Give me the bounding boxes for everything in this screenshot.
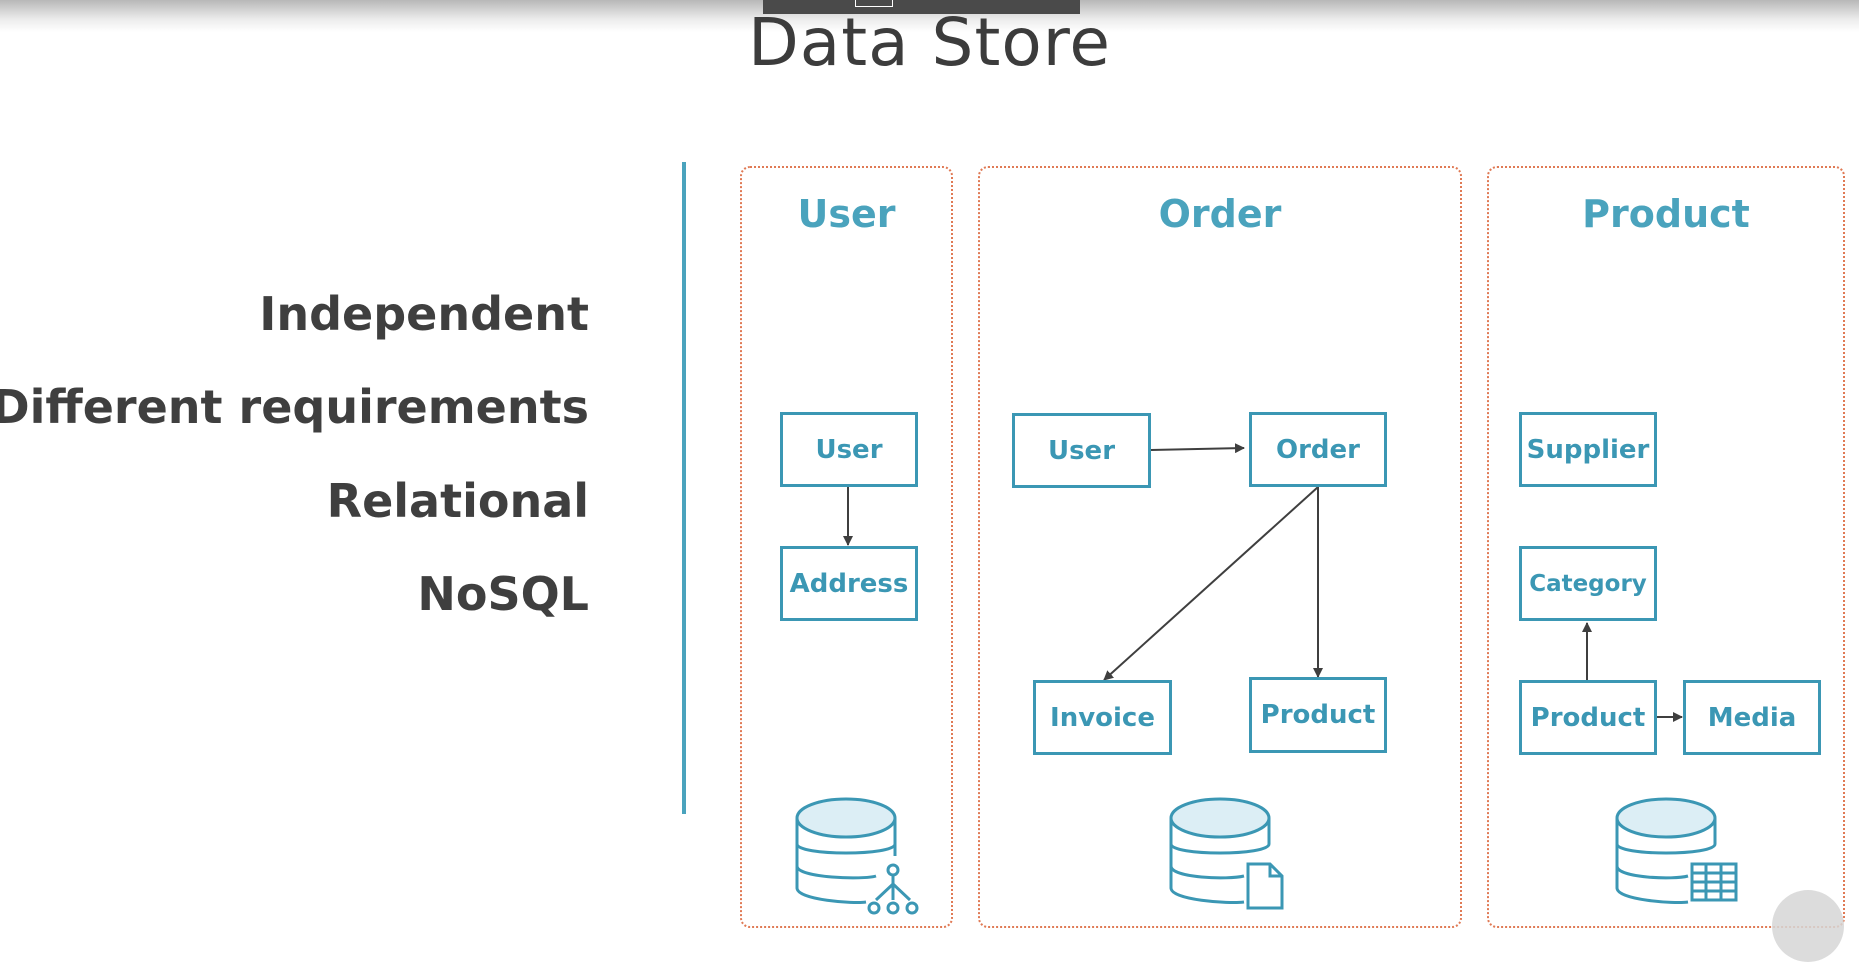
entity-invoice: Invoice (1033, 680, 1172, 755)
point-independent: Independent (259, 287, 589, 341)
arrow-user-to-order (1150, 443, 1245, 454)
entity-product: Product (1249, 677, 1387, 753)
point-relational: Relational (326, 474, 589, 528)
panel-title-product: Product (1582, 192, 1750, 236)
top-bar-handle[interactable] (855, 0, 893, 7)
panel-title-user: User (797, 192, 896, 236)
play-badge[interactable] (1772, 890, 1844, 962)
point-different-requirements: Different requirements (0, 380, 589, 434)
entity-supplier: Supplier (1519, 412, 1657, 487)
point-nosql: NoSQL (417, 567, 589, 621)
panel-title-order: Order (1158, 192, 1282, 236)
entity-address: Address (780, 546, 918, 621)
database-document-icon (1169, 797, 1284, 910)
entity-order: Order (1249, 412, 1387, 487)
panel-user: User (740, 166, 953, 928)
entity-category: Category (1519, 546, 1657, 621)
relationship-arrows (843, 443, 1683, 722)
entity-user: User (1012, 413, 1151, 488)
entity-product: Product (1519, 680, 1657, 755)
panel-order: Order (978, 166, 1462, 928)
panel-product: Product (1487, 166, 1845, 928)
arrow-order-to-invoice (1103, 486, 1319, 681)
video-top-bar[interactable] (763, 0, 1080, 14)
entity-user: User (780, 412, 918, 487)
vertical-divider (682, 162, 686, 814)
slide-title: Data Store (747, 4, 1111, 81)
database-hierarchy-icon (795, 797, 919, 915)
entity-media: Media (1683, 680, 1821, 755)
database-table-icon (1615, 797, 1738, 904)
